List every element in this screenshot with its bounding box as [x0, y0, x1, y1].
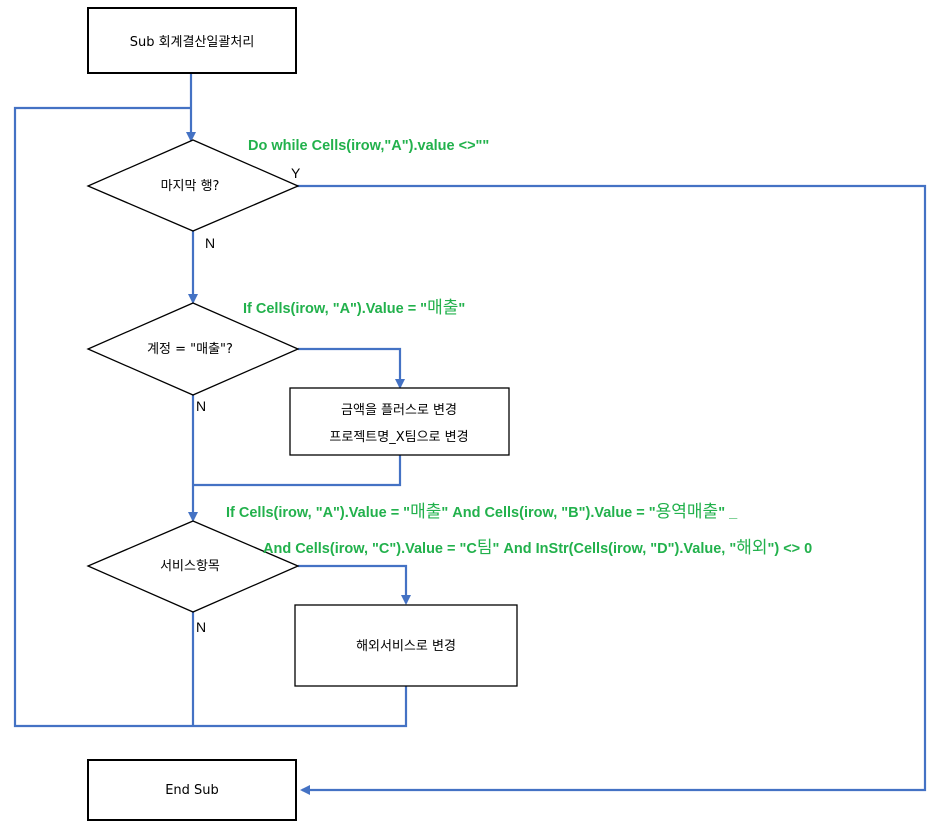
end-node: End Sub [87, 759, 297, 821]
code-if-sales-part-c: " [458, 301, 465, 317]
connector-decision3-to-action2 [298, 564, 411, 605]
code-if-overseas-line1-korean2: 용역매출 [656, 502, 719, 521]
code-if-sales-part-a: If Cells(irow, "A").Value = " [243, 301, 427, 317]
edge-label-no-1: N [205, 235, 215, 251]
decision-service-item: 서비스항목 [86, 520, 300, 613]
code-if-overseas-line2: And Cells(irow, "C").Value = "C팀" And In… [263, 538, 812, 557]
connector-action2-return [193, 686, 408, 728]
connectors [13, 73, 927, 795]
code-if-overseas-line1-e: " _ [718, 505, 738, 521]
action-change-amount: 금액을 플러스로 변경 프로젝트명_X팀으로 변경 [289, 387, 510, 456]
code-if-overseas-line2-a: And Cells(irow, "C").Value = "C [263, 541, 477, 557]
code-do-while: Do while Cells(irow,"A").value <>"" [248, 138, 489, 154]
code-if-overseas-line1-c: " And Cells(irow, "B").Value = " [441, 505, 655, 521]
action-overseas-service-label: 해외서비스로 변경 [356, 639, 456, 654]
edge-label-no-3: N [196, 619, 206, 635]
edge-label-no-2: N [196, 398, 206, 414]
start-node-label: Sub 회계결산일괄처리 [130, 35, 255, 50]
decision-service-item-label: 서비스항목 [160, 559, 220, 574]
decision-account-sales: 계정 = "매출"? [86, 302, 300, 396]
decision-account-sales-label: 계정 = "매출"? [147, 342, 233, 357]
code-if-overseas-line1: If Cells(irow, "A").Value = "매출" And Cel… [226, 502, 738, 521]
code-if-overseas-line2-e: ") <> 0 [767, 541, 812, 557]
code-if-overseas-line2-korean2: 해외 [736, 538, 767, 557]
end-node-label: End Sub [165, 783, 219, 798]
connector-yes-to-end [296, 184, 927, 795]
connector-action1-return [193, 455, 402, 487]
code-if-sales: If Cells(irow, "A").Value = "매출" [243, 298, 465, 317]
code-if-overseas-line2-c: " And InStr(Cells(irow, "D").Value, " [493, 541, 737, 557]
action-change-amount-line1: 금액을 플러스로 변경 [341, 403, 457, 418]
action-overseas-service: 해외서비스로 변경 [294, 604, 518, 687]
decision-last-row: 마지막 행? [86, 139, 300, 232]
code-if-overseas-line1-a: If Cells(irow, "A").Value = " [226, 505, 410, 521]
edge-label-yes: Y [291, 165, 301, 181]
start-node: Sub 회계결산일괄처리 [87, 7, 297, 74]
connector-decision2-to-action1 [298, 347, 405, 389]
decision-last-row-label: 마지막 행? [161, 178, 220, 194]
connector-loop-back [13, 106, 193, 728]
code-if-overseas-line2-korean1: 팀 [477, 538, 493, 557]
action-change-amount-line2: 프로젝트명_X팀으로 변경 [329, 430, 468, 445]
code-if-sales-korean: 매출 [427, 298, 458, 317]
code-if-overseas-line1-korean1: 매출 [410, 502, 441, 521]
